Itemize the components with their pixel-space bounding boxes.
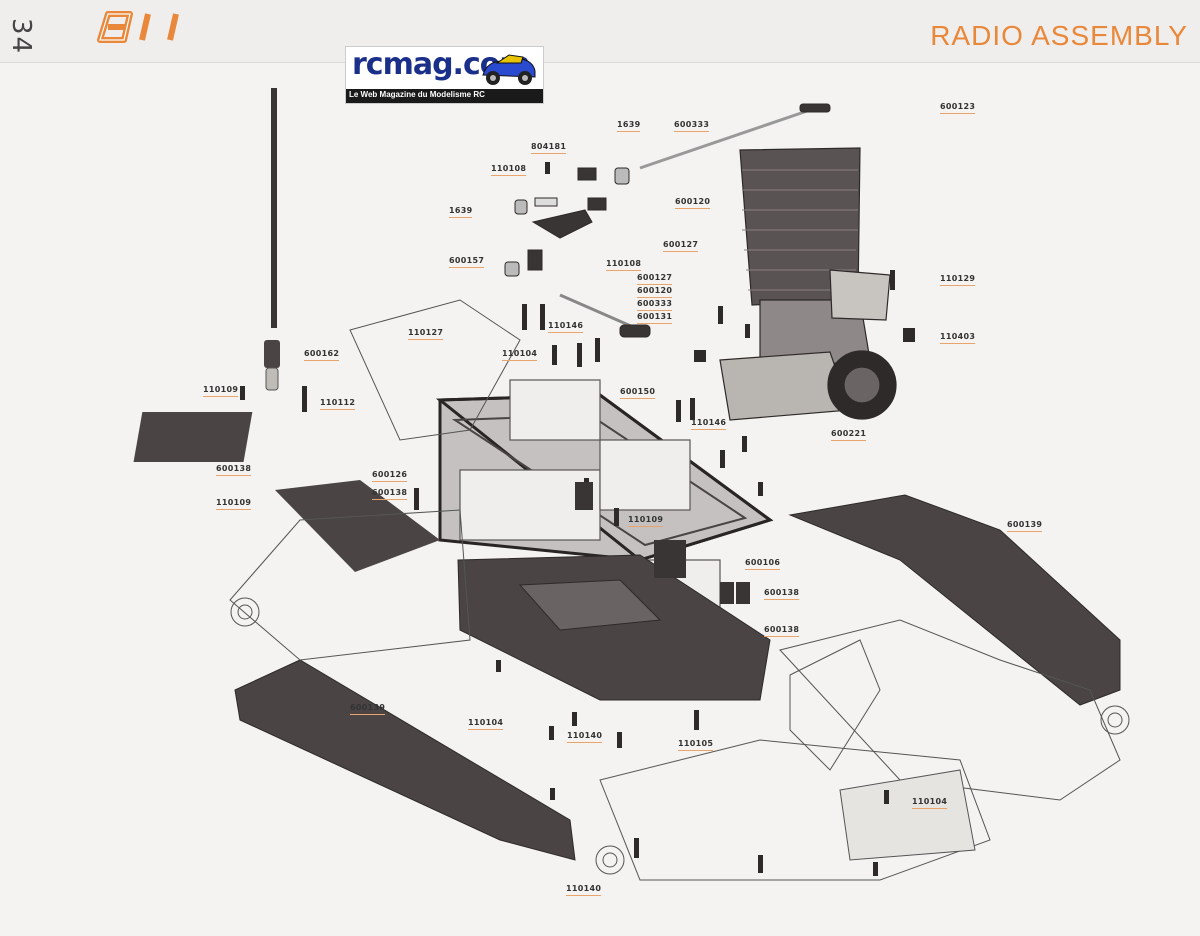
foam-pad-top <box>133 412 253 462</box>
callout-label: 600157 <box>449 256 485 268</box>
callout-label: 600162 <box>304 349 340 361</box>
rcmag-watermark: rcmag.com Le Web Magazine du Modelisme R… <box>345 46 544 104</box>
callout-label: 110108 <box>606 259 642 271</box>
callout-label: 600333 <box>637 299 673 311</box>
callout-label: 600127 <box>637 273 673 285</box>
callout-label: 600139 <box>350 703 386 715</box>
engine <box>719 147 897 421</box>
callout-label: 110109 <box>203 385 239 397</box>
callout-label: 600126 <box>372 470 408 482</box>
page-header: 34 RADIO ASSEMBLY <box>0 0 1200 63</box>
callout-label: 1639 <box>617 120 641 132</box>
page-number: 34 <box>6 18 36 56</box>
section-title: RADIO ASSEMBLY <box>930 20 1188 51</box>
callout-label: 600150 <box>620 387 656 399</box>
callout-label: 110109 <box>628 515 664 527</box>
callout-label: 600131 <box>637 312 673 324</box>
throttle-linkage <box>504 103 831 338</box>
callout-label: 110403 <box>940 332 976 344</box>
callout-label: 110140 <box>567 731 603 743</box>
callout-label: 110112 <box>320 398 356 410</box>
callout-label: 600138 <box>372 488 408 500</box>
callout-label: 110104 <box>502 349 538 361</box>
callout-label: 600127 <box>663 240 699 252</box>
callout-label: 600120 <box>675 197 711 209</box>
car-icon <box>482 54 536 85</box>
callout-label: 600123 <box>940 102 976 114</box>
rcmag-tagline-strip: Le Web Magazine du Modelisme RC <box>346 89 543 103</box>
antenna-mount <box>265 367 279 391</box>
callout-label: 600138 <box>764 588 800 600</box>
callout-label: 110127 <box>408 328 444 340</box>
callout-label: 110104 <box>912 797 948 809</box>
callout-label: 600138 <box>216 464 252 476</box>
callout-label: 110108 <box>491 164 527 176</box>
callout-label: 1639 <box>449 206 473 218</box>
callout-label: 600120 <box>637 286 673 298</box>
callout-label: 110146 <box>548 321 584 333</box>
chassis-lineart <box>229 299 1130 881</box>
callout-label: 110140 <box>566 884 602 896</box>
callout-label: 804181 <box>531 142 567 154</box>
exploded-assembly-diagram: 600123 600333 1639 804181 110108 1639 60… <box>0 62 1200 931</box>
rcmag-tagline: Le Web Magazine du Modelisme RC <box>349 90 485 99</box>
foam-pad-middle <box>275 480 440 572</box>
screws <box>240 162 915 876</box>
battery-holder <box>457 554 771 701</box>
assembly-drawing <box>133 88 1130 881</box>
callout-label: 600333 <box>674 120 710 132</box>
callout-label: 110104 <box>468 718 504 730</box>
callout-label: 600138 <box>764 625 800 637</box>
side-guard-right <box>788 494 1121 706</box>
battery-clips <box>575 482 750 604</box>
antenna-tube <box>271 88 277 328</box>
side-guard-left <box>234 659 576 861</box>
brand-logo <box>97 11 179 43</box>
callout-label: 110146 <box>691 418 727 430</box>
antenna-cap <box>264 340 280 368</box>
callout-label: 110109 <box>216 498 252 510</box>
callout-label: 110105 <box>678 739 714 751</box>
callout-label: 110129 <box>940 274 976 286</box>
callout-label: 600139 <box>1007 520 1043 532</box>
callout-label: 600106 <box>745 558 781 570</box>
callout-label: 600221 <box>831 429 867 441</box>
